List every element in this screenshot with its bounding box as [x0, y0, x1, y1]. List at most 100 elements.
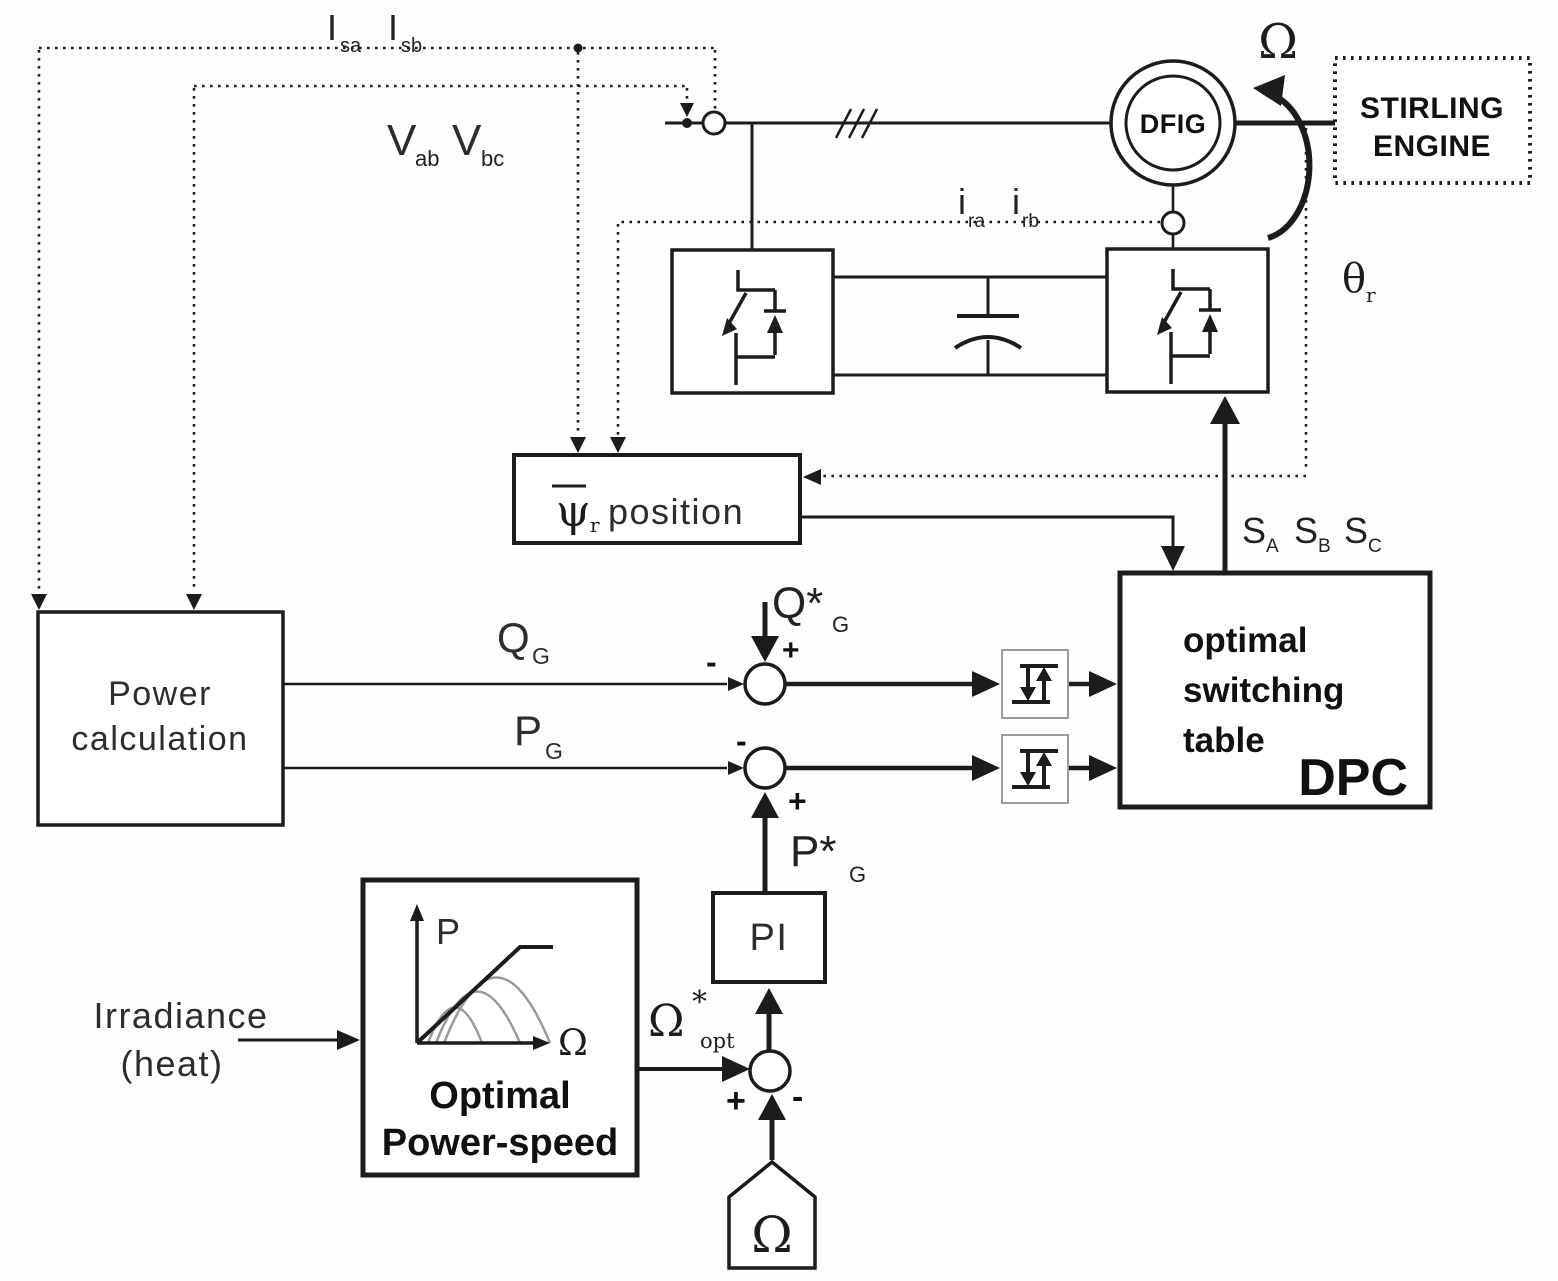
p-comparator-box: [1001, 734, 1069, 804]
arrowhead: [728, 761, 744, 775]
arrowhead: [31, 594, 47, 610]
isb-sub: sb: [401, 35, 422, 57]
capacitor-plate-bottom: [953, 335, 1023, 350]
arrowhead: [186, 594, 202, 610]
isb-base: I: [388, 7, 398, 48]
switch-signals-label: S A S B S C: [1242, 510, 1382, 557]
igbt-emitter-arrowhead: [1157, 317, 1172, 335]
dpc-line3: table: [1183, 721, 1265, 760]
rotor-currents-label: i ra i rb: [958, 181, 1039, 232]
sc-sub: C: [1368, 536, 1382, 557]
flux-position-word: position: [608, 491, 744, 532]
flux-position-estimator: ψ r position: [512, 453, 1185, 571]
wopt-base: Ω: [648, 996, 684, 1047]
p-hysteresis-comparator: [1001, 734, 1069, 804]
theta-base: θ: [1342, 256, 1366, 302]
optimal-power-speed-block: P Ω Optimal Power-speed: [360, 877, 640, 1178]
igbt-symbol-left: [722, 270, 786, 385]
stator-bus: [665, 108, 1112, 250]
qg-base: Q: [497, 614, 531, 661]
stator-current-measurement-line: [31, 43, 717, 610]
q-comparator-box: [1001, 649, 1069, 719]
mppt-line2: Power-speed: [382, 1122, 619, 1164]
diode-arrowhead: [767, 315, 783, 333]
optimal-power-speed-box: [360, 877, 640, 1178]
pi-label: PI: [750, 917, 789, 959]
optimal-speed-label: Ω * opt: [648, 985, 735, 1053]
irb-base: i: [1012, 181, 1020, 222]
sa-sub: A: [1266, 536, 1279, 557]
dfig-generator: DFIG: [1109, 59, 1237, 249]
q-hysteresis-comparator: [1001, 649, 1069, 719]
qref-sub: G: [832, 612, 849, 637]
ira-sub: ra: [968, 211, 985, 232]
hysteresis-glyph: [1012, 664, 1058, 704]
active-power-loop: P G - +: [283, 707, 1117, 819]
p-ref-label: P* G: [790, 827, 866, 887]
arrowhead: [1161, 546, 1185, 571]
chart-x-label: Ω: [558, 1023, 588, 1064]
hysteresis-down-arrowhead: [1020, 772, 1036, 786]
dc-link-capacitor: [953, 277, 1023, 375]
power-curve-3: [442, 976, 552, 1044]
stirling-line1: STIRLING: [1360, 92, 1504, 125]
pg-base: P: [514, 707, 544, 754]
shaft-and-prime-mover: Ω STIRLING ENGINE: [1235, 14, 1532, 241]
arrowhead: [972, 671, 1000, 697]
p-plus-sign: +: [788, 783, 807, 819]
speed-feedback-label: Ω: [751, 1206, 792, 1264]
pi-controller-box: [711, 891, 827, 984]
q-plus-sign: +: [782, 634, 800, 667]
mppt-line1: Optimal: [429, 1075, 570, 1117]
irradiance-input: Irradiance (heat): [93, 995, 360, 1084]
power-speed-chart: P Ω: [410, 904, 588, 1064]
rotation-arrowhead: [1253, 75, 1285, 106]
hysteresis-down-arrowhead: [1020, 687, 1036, 701]
vab-base: V: [387, 116, 418, 165]
power-calculation: Power calculation: [36, 610, 285, 827]
isa-sub: sa: [340, 35, 362, 57]
stirling-engine-box: [1333, 56, 1532, 185]
power-curve-2: [434, 990, 522, 1044]
power-calc-line2: calculation: [71, 720, 248, 758]
power-calc-line1: Power: [108, 675, 212, 713]
dfig-inner-circle: [1124, 74, 1222, 172]
sb-sub: B: [1318, 536, 1331, 557]
stator-voltages-label: V ab V bc: [387, 116, 504, 171]
arrowhead: [758, 1094, 786, 1120]
arrowhead: [755, 988, 783, 1014]
sa-base: S: [1242, 510, 1266, 551]
dpc-switching-table: optimal switching table DPC S A S B S C: [1117, 396, 1433, 810]
pref-sub: G: [849, 862, 866, 887]
q-minus-sign: -: [706, 644, 717, 680]
hysteresis-glyph: [1012, 749, 1058, 789]
grid-side-converter-box: [670, 248, 835, 395]
x-axis-arrowhead: [533, 1036, 550, 1050]
dpc-line2: switching: [1183, 671, 1344, 710]
arrowhead: [972, 755, 1000, 781]
igbt-strokes: [1160, 269, 1212, 384]
dpc-tag: DPC: [1298, 749, 1408, 807]
arrowhead: [722, 1056, 750, 1082]
arrowhead: [680, 103, 694, 117]
q-summing-junction: [743, 662, 787, 706]
pg-sub: G: [545, 738, 564, 764]
flux-position-box: [512, 453, 802, 545]
y-axis-arrowhead: [410, 904, 424, 921]
pref-base: P*: [790, 827, 836, 876]
reactive-power-loop: Q G - + Q* G: [283, 579, 1117, 706]
q-ref-label: Q* G: [772, 579, 849, 637]
theta-sub: r: [1366, 283, 1376, 307]
junction-dot: [573, 43, 583, 53]
rotation-arrow-arc: [1267, 94, 1313, 241]
sc-base: S: [1344, 510, 1368, 551]
flux-symbol: ψ: [556, 486, 591, 537]
arrowhead: [803, 469, 821, 485]
pg-label: P G: [514, 707, 564, 764]
isa-base: I: [327, 7, 337, 48]
irradiance-line1: Irradiance: [93, 995, 268, 1036]
shaft-speed-label: Ω: [1258, 14, 1298, 70]
irb-sub: rb: [1022, 211, 1039, 232]
irradiance-line2: (heat): [120, 1043, 223, 1084]
